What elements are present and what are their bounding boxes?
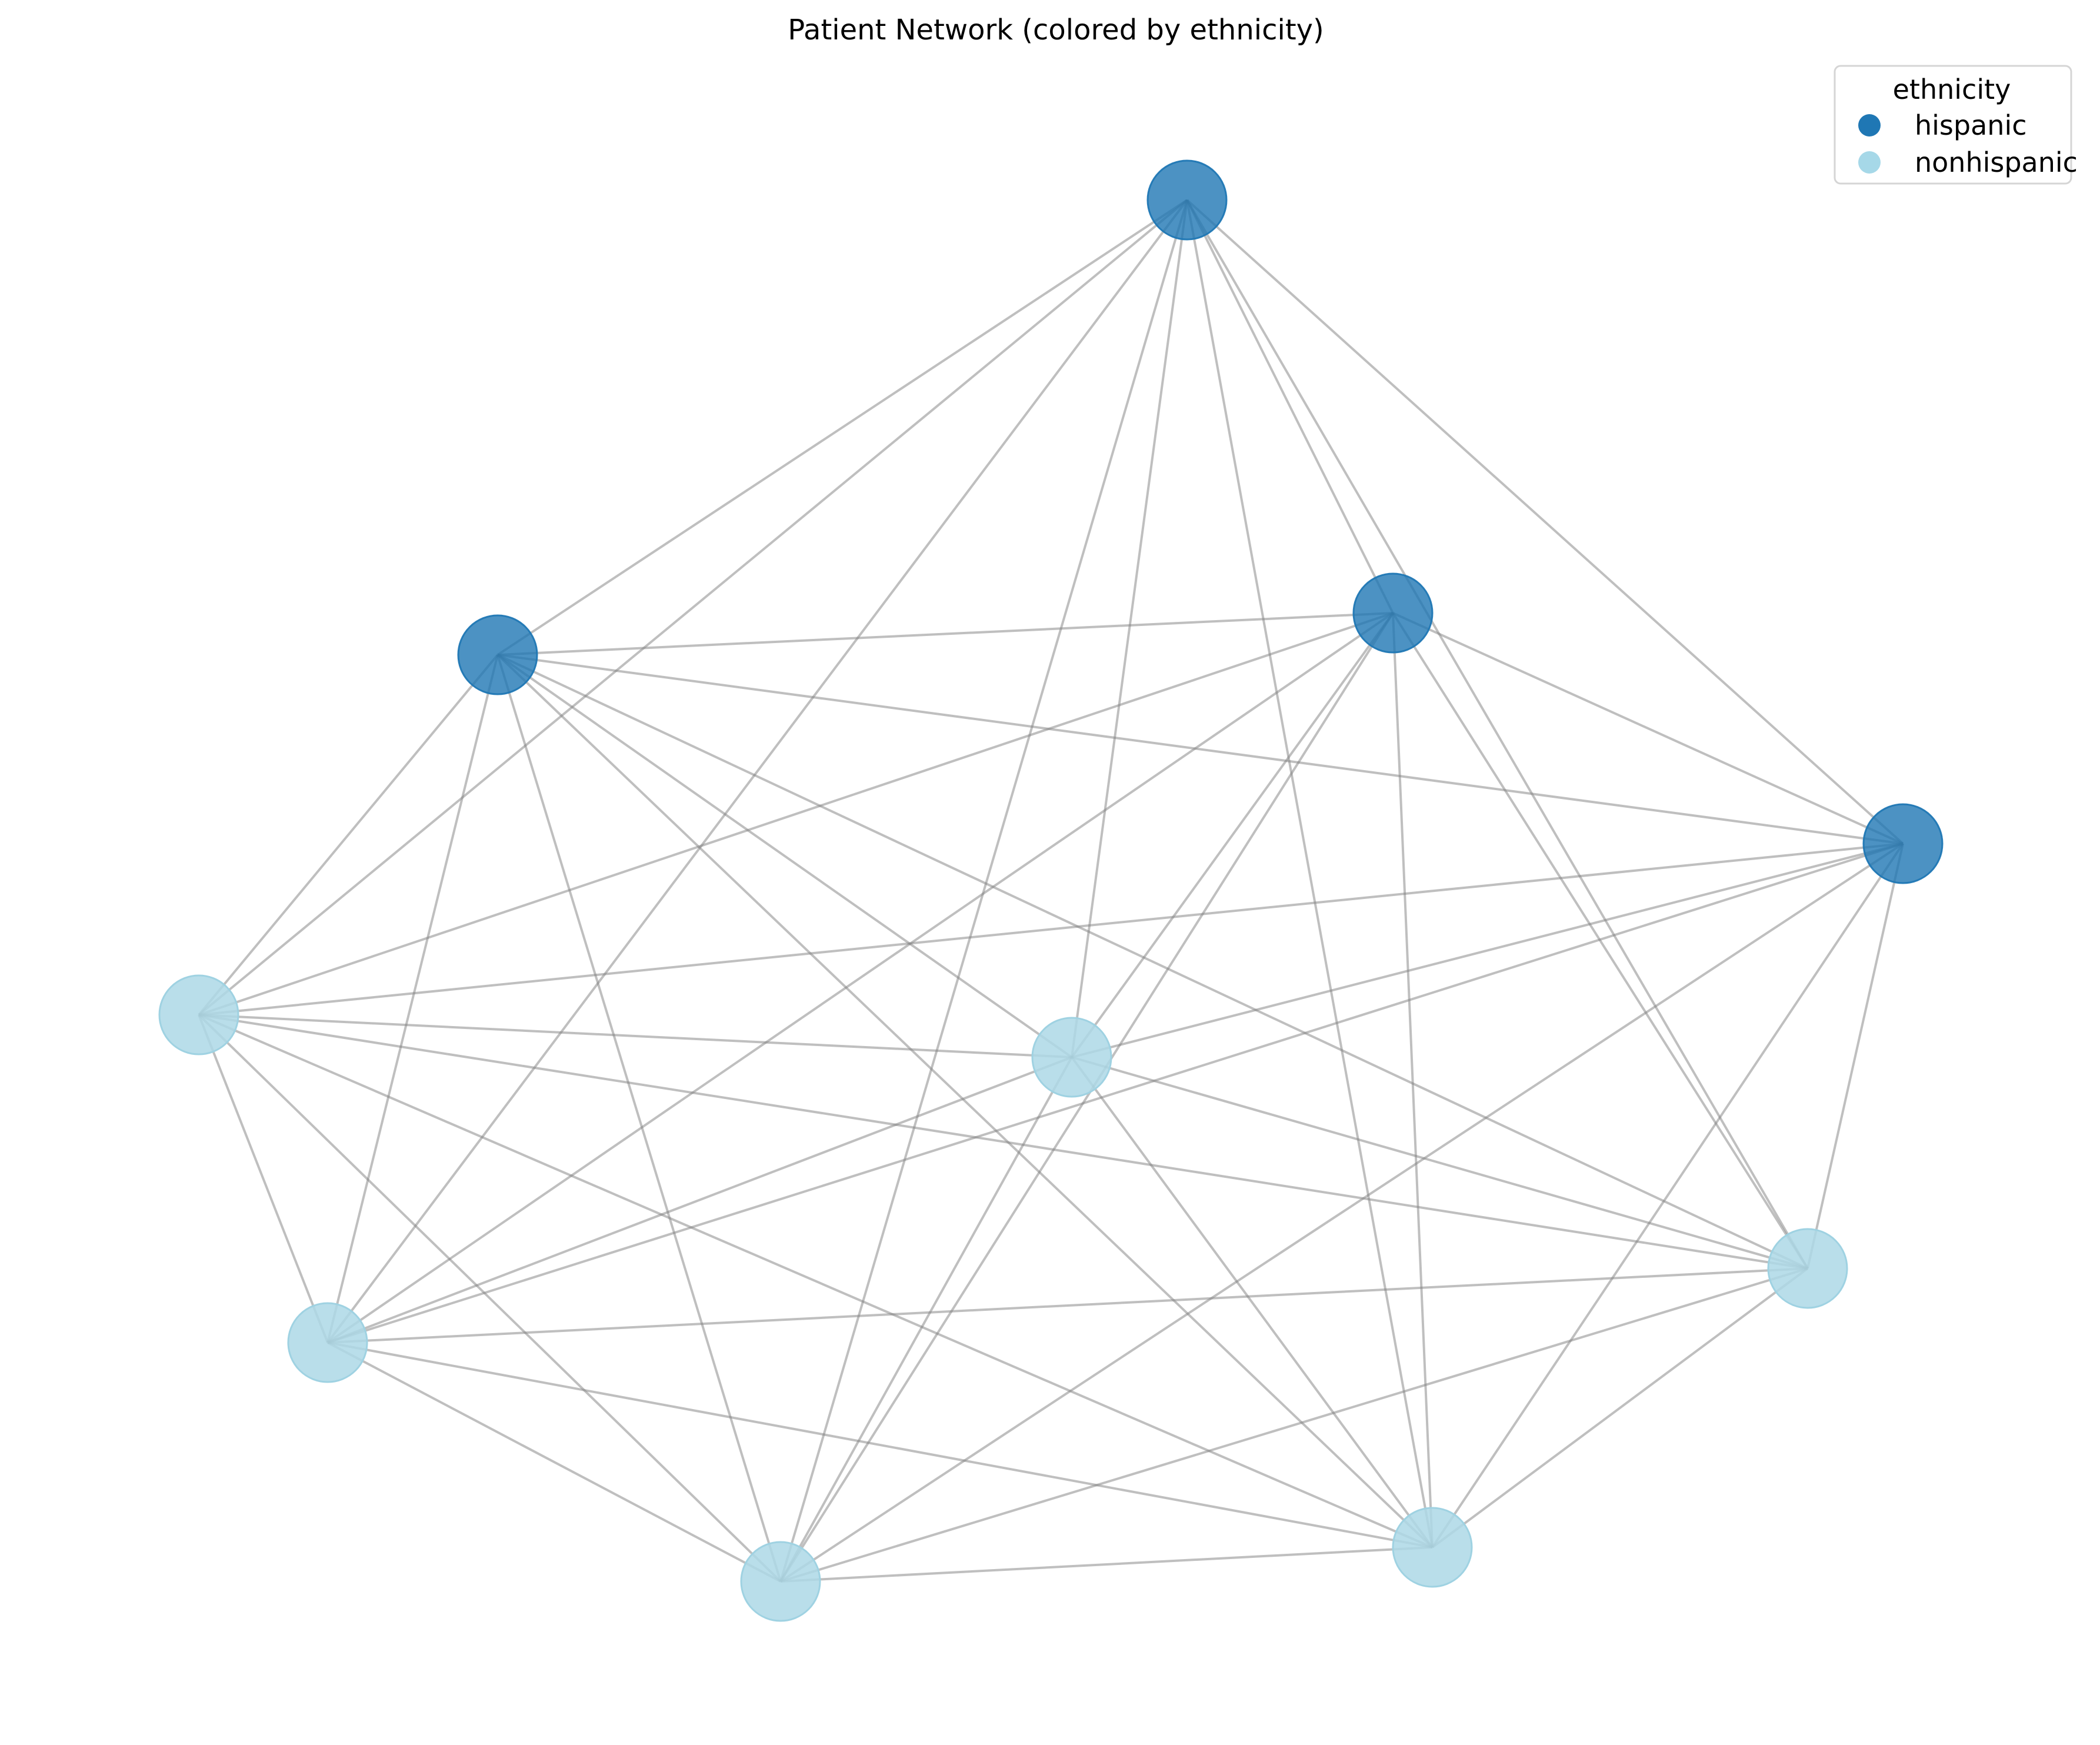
graph-edge-patient-5-patient-6 — [1071, 1056, 1808, 1270]
legend-dot-hispanic-icon — [1858, 114, 1881, 136]
graph-edge-patient-1-patient-9 — [779, 612, 1394, 1583]
graph-node-patient-1 — [1352, 572, 1434, 654]
graph-edge-patient-1-patient-3 — [1392, 612, 1904, 845]
graph-edge-patient-0-patient-6 — [1186, 199, 1809, 1270]
graph-edge-patient-2-patient-7 — [326, 654, 499, 1343]
graph-edge-patient-0-patient-3 — [1186, 199, 1904, 845]
graph-edge-patient-1-patient-5 — [1071, 612, 1394, 1058]
graph-edge-patient-5-patient-7 — [327, 1056, 1072, 1344]
graph-edge-patient-4-patient-5 — [198, 1014, 1072, 1058]
chart-title: Patient Network (colored by ethnicity) — [788, 14, 1324, 46]
graph-node-patient-3 — [1862, 803, 1944, 884]
graph-edge-patient-1-patient-8 — [1392, 612, 1434, 1548]
legend-box — [1834, 65, 2072, 185]
graph-node-patient-2 — [457, 614, 538, 695]
graph-edge-patient-3-patient-4 — [198, 842, 1904, 1016]
legend-dot-nonhispanic-icon — [1858, 151, 1881, 174]
graph-edge-patient-5-patient-8 — [1071, 1056, 1434, 1548]
graph-edge-patient-1-patient-7 — [326, 612, 1394, 1344]
graph-edge-patient-7-patient-8 — [327, 1341, 1433, 1548]
graph-node-patient-4 — [158, 974, 239, 1055]
graph-edge-patient-3-patient-9 — [779, 842, 1904, 1583]
graph-edge-patient-2-patient-9 — [496, 654, 782, 1582]
legend-label-hispanic: hispanic — [1915, 109, 2027, 141]
graph-edge-patient-0-patient-8 — [1186, 199, 1434, 1548]
graph-edge-patient-0-patient-7 — [326, 199, 1188, 1344]
graph-edge-patient-2-patient-5 — [496, 654, 1073, 1058]
graph-edge-patient-4-patient-7 — [198, 1014, 329, 1343]
graph-node-patient-7 — [287, 1302, 368, 1383]
graph-edge-patient-0-patient-2 — [496, 199, 1188, 656]
node-layer — [158, 159, 1944, 1622]
graph-node-patient-8 — [1392, 1507, 1473, 1588]
graph-edge-patient-3-patient-5 — [1071, 842, 1904, 1058]
graph-edge-patient-3-patient-8 — [1431, 842, 1904, 1548]
graph-edge-patient-4-patient-9 — [198, 1014, 782, 1583]
graph-edge-patient-6-patient-7 — [327, 1267, 1808, 1344]
edge-layer — [198, 199, 1904, 1583]
graph-edge-patient-0-patient-5 — [1071, 199, 1188, 1058]
graph-edge-patient-5-patient-9 — [779, 1057, 1073, 1582]
legend-title: ethnicity — [1893, 74, 2011, 105]
graph-edge-patient-3-patient-6 — [1806, 843, 1904, 1269]
graph-edge-patient-0-patient-1 — [1186, 199, 1394, 614]
graph-edge-patient-0-patient-9 — [779, 199, 1188, 1582]
graph-edge-patient-1-patient-2 — [497, 612, 1394, 656]
graph-edge-patient-2-patient-4 — [198, 654, 499, 1016]
graph-edge-patient-8-patient-9 — [780, 1546, 1433, 1583]
graph-node-patient-0 — [1146, 159, 1228, 241]
graph-edge-patient-6-patient-8 — [1431, 1267, 1809, 1548]
graph-edge-patient-2-patient-3 — [497, 654, 1904, 845]
graph-edge-patient-7-patient-9 — [327, 1341, 781, 1583]
graph-node-patient-6 — [1767, 1228, 1848, 1309]
graph-edge-patient-1-patient-4 — [198, 612, 1394, 1016]
legend: ethnicity hispanic nonhispanic — [1834, 65, 2078, 185]
graph-edge-patient-6-patient-9 — [780, 1267, 1808, 1583]
graph-node-patient-9 — [740, 1541, 821, 1622]
graph-edge-patient-0-patient-4 — [198, 199, 1188, 1016]
graph-edge-patient-4-patient-6 — [198, 1014, 1808, 1270]
legend-label-nonhispanic: nonhispanic — [1915, 146, 2078, 178]
graph-edge-patient-2-patient-6 — [497, 654, 1808, 1270]
graph-edge-patient-4-patient-8 — [198, 1014, 1433, 1548]
graph-node-patient-5 — [1031, 1017, 1112, 1098]
graph-edge-patient-2-patient-8 — [496, 654, 1434, 1548]
graph-edge-patient-3-patient-7 — [327, 842, 1904, 1344]
